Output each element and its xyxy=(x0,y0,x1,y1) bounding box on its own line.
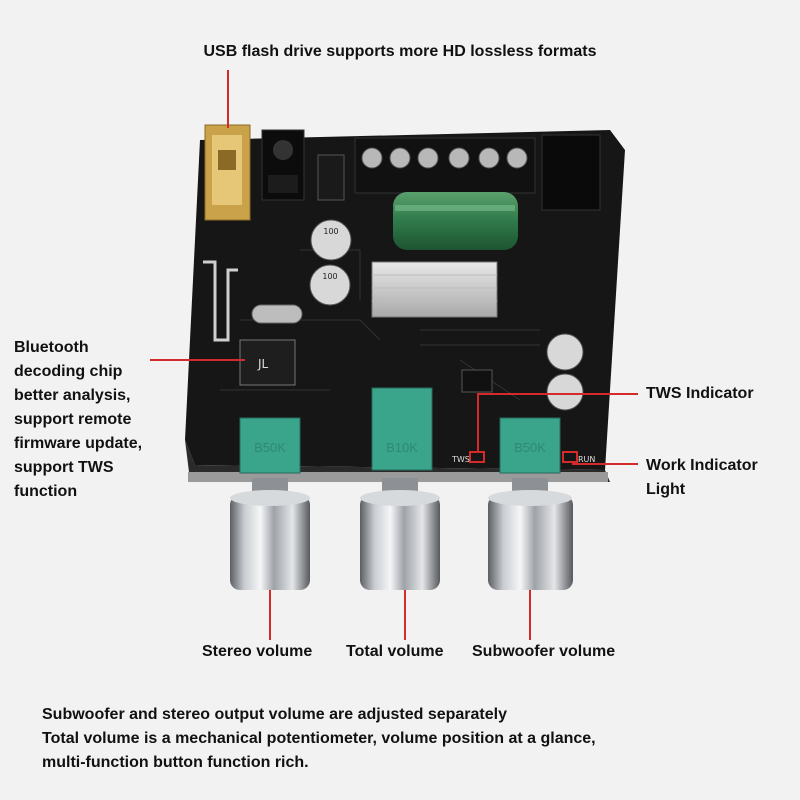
amplifier-chip xyxy=(461,369,493,393)
description-line: Subwoofer and stereo output volume are a… xyxy=(42,706,507,723)
description-line: multi-function button function rich. xyxy=(42,754,309,771)
bluetooth-antenna xyxy=(203,260,238,342)
knob-stereo xyxy=(230,478,310,590)
knob-subwoofer xyxy=(488,478,573,590)
crystal xyxy=(251,304,303,324)
pot-label-center: B10K xyxy=(386,440,418,455)
tws-indicator-label: TWS Indicator xyxy=(646,385,754,402)
pin-header xyxy=(317,154,345,201)
small-capacitor-2: 100 xyxy=(309,264,351,306)
svg-text:JL: JL xyxy=(257,357,269,371)
description-block: Subwoofer and stereo output volume are a… xyxy=(42,703,596,775)
callout-lines xyxy=(150,70,638,640)
main-capacitor xyxy=(393,192,518,250)
heatsink xyxy=(371,261,498,318)
bluetooth-chip: JL xyxy=(239,339,296,386)
potentiometer-stereo: B50K xyxy=(239,417,301,474)
tws-mark: TWS xyxy=(451,455,470,464)
audio-jack xyxy=(261,129,305,201)
description-line: Total volume is a mechanical potentiomet… xyxy=(42,730,596,747)
work-indicator-led xyxy=(562,451,578,463)
cap-label-1: 100 xyxy=(323,227,338,236)
right-capacitor-1 xyxy=(546,333,584,371)
work-indicator-label: Work Indicator Light xyxy=(646,457,758,498)
potentiometer-subwoofer: B50K xyxy=(499,417,561,474)
dc-power-jack xyxy=(541,134,601,211)
stereo-volume-label: Stereo volume xyxy=(202,643,313,660)
terminal-block xyxy=(354,137,536,194)
total-volume-label: Total volume xyxy=(346,643,444,660)
potentiometer-total: B10K xyxy=(371,387,433,471)
pot-label-left: B50K xyxy=(254,440,286,455)
knob-total xyxy=(360,478,440,590)
subwoofer-volume-label: Subwoofer volume xyxy=(472,643,616,660)
usb-callout-label: USB flash drive supports more HD lossles… xyxy=(203,43,597,60)
usb-port xyxy=(204,124,251,221)
right-capacitor-2 xyxy=(546,373,584,411)
run-mark: RUN xyxy=(578,455,595,464)
bluetooth-callout-label: Bluetooth decoding chip better analysis,… xyxy=(14,339,143,500)
pot-label-right: B50K xyxy=(514,440,546,455)
small-capacitor-1: 100 xyxy=(310,219,352,261)
svg-text:100: 100 xyxy=(322,272,337,281)
